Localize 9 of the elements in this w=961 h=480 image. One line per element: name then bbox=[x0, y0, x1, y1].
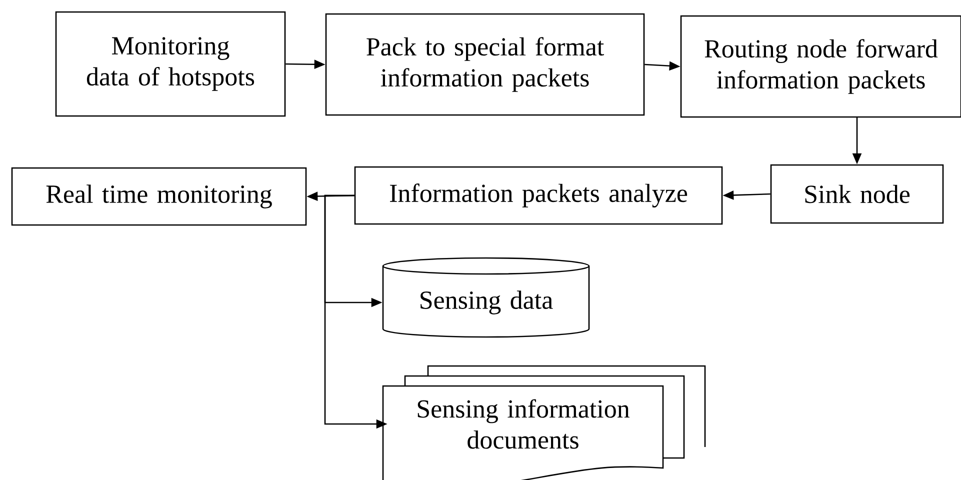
process-box: Real time monitoring bbox=[11, 167, 307, 226]
document-stack: Sensing information documents bbox=[382, 365, 706, 480]
node-label: Sensing data bbox=[420, 290, 553, 314]
process-box: Pack to special format information packets bbox=[325, 13, 645, 116]
process-box: Sink node bbox=[770, 164, 944, 224]
process-box: Routing node forward information packets bbox=[680, 15, 961, 118]
process-box: Monitoring data of hotspots bbox=[55, 11, 286, 117]
process-box: Information packets analyze bbox=[354, 166, 723, 225]
database-cylinder: Sensing data bbox=[382, 257, 590, 338]
